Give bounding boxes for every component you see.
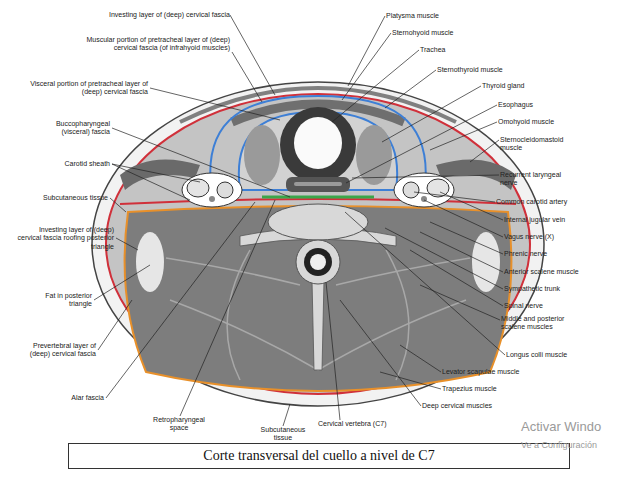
leader-line (346, 105, 497, 183)
muscle-division (170, 300, 318, 370)
callout-label: Esophagus (498, 101, 623, 109)
trachea-lumen (294, 117, 342, 169)
callout-label: Omohyoid muscle (498, 118, 623, 126)
leader-line (430, 122, 497, 150)
leader-line (112, 128, 290, 197)
leader-line (385, 228, 503, 289)
spinal-canal (304, 248, 332, 276)
callout-label: Investing layer of (deep) cervical fasci… (14, 226, 114, 251)
callout-label: Sternothyroid muscle (437, 66, 587, 74)
callout-label: Sympathetic trunk (504, 285, 624, 293)
muscle-division (386, 250, 409, 380)
leader-line (112, 164, 190, 200)
callout-label: Trapezius muscle (442, 385, 542, 393)
leader-line (430, 222, 503, 254)
callout-label: Carotid sheath (40, 160, 110, 168)
callout-label: Retropharyngeal space (148, 416, 210, 433)
muscle-division (166, 258, 300, 285)
leader-line (283, 404, 290, 426)
esophagus-lumen (294, 182, 342, 186)
callout-label: Spinal nerve (504, 302, 624, 310)
callout-label: Internal jugular vein (504, 216, 624, 224)
leader-line (340, 300, 421, 406)
posterior-fat (472, 232, 500, 292)
leader-line (410, 250, 503, 306)
leader-line (348, 16, 385, 86)
carotid-artery (403, 182, 419, 198)
callout-label: Anterior scalene muscle (504, 268, 624, 276)
leader-line (116, 238, 138, 250)
leader-line (326, 282, 340, 420)
callout-label: Muscular portion of pretracheal layer of… (80, 36, 230, 53)
callout-label: Sternohyoid muscle (392, 29, 552, 37)
leader-line (420, 285, 500, 320)
callout-label: Middle and posterior scalene muscles (501, 315, 581, 332)
watermark: Ve a Configuración (521, 440, 638, 451)
callout-label: Platysma muscle (386, 12, 546, 20)
leader-line (400, 345, 441, 372)
callout-label: Vagus nerve (X) (504, 233, 624, 241)
callout-label: Visceral portion of pretracheal layer of… (30, 80, 148, 97)
watermark: Activar Windo (521, 419, 638, 434)
leader-line (352, 175, 499, 178)
leader-line (98, 300, 132, 350)
callout-label: Deep cervical muscles (422, 402, 532, 410)
callout-label: Levator scapulae muscle (442, 368, 552, 376)
callout-label: Phrenic nerve (504, 250, 624, 258)
leader-line (345, 212, 505, 355)
carotid-sheath (394, 173, 454, 207)
leader-line (106, 202, 255, 398)
muscle-division (318, 300, 466, 370)
leader-line (382, 86, 481, 142)
spinal-cord (310, 254, 326, 270)
vertebral-body (268, 204, 368, 240)
callout-label: Cervical vertebra (C7) (318, 420, 418, 428)
carotid-sheath (182, 173, 242, 207)
leader-line (420, 232, 503, 272)
callout-label: Prevertebral layer of (deep) cervical fa… (14, 342, 96, 359)
skin (92, 82, 544, 406)
vertebral-arch (296, 240, 340, 284)
callout-label: Alar fascia (54, 394, 104, 402)
leader-line (110, 198, 126, 212)
thyroid-lobe (356, 125, 392, 185)
leader-line (424, 200, 503, 237)
leader-line (470, 140, 499, 162)
callout-label: Investing layer of (deep) cervical fasci… (70, 11, 230, 19)
callout-label: Sternocleidomastoid muscle (500, 136, 580, 153)
leader-line (230, 15, 275, 95)
leader-line (380, 372, 441, 389)
callout-label: Recurrent laryngeal nerve (500, 171, 575, 188)
investing-fascia (106, 94, 530, 394)
leader-line (232, 52, 262, 102)
leader-line (180, 200, 275, 416)
esophagus (286, 177, 350, 192)
muscle-division (336, 258, 470, 285)
callout-label: Buccopharyngeal (visceral) fascia (40, 120, 110, 137)
posterior-fat (136, 232, 164, 292)
spinous-process (312, 280, 324, 370)
leader-line (112, 164, 200, 182)
buccopharyngeal-fascia (262, 196, 374, 199)
leader-line (94, 265, 150, 300)
carotid-artery (217, 182, 233, 198)
callout-label: Subcutaneous tissue (28, 194, 108, 202)
leader-line (150, 88, 280, 120)
leader-line (342, 33, 391, 100)
leader-line (332, 50, 419, 122)
muscle-division (227, 250, 250, 380)
callout-label: Common carotid artery (496, 198, 626, 206)
leader-line (385, 70, 436, 108)
trachea-ring (280, 107, 356, 183)
vagus-nerve (209, 196, 215, 202)
callout-label: Subcutaneous tissue (258, 426, 308, 443)
caption: Corte transversal del cuello a nivel de … (68, 443, 570, 469)
thyroid-lobe (244, 125, 280, 185)
callout-label: Longus colli muscle (506, 351, 631, 359)
callout-label: Trachea (420, 46, 570, 54)
leader-line (414, 192, 495, 202)
callout-label: Thyroid gland (482, 82, 622, 90)
callout-label: Fat in posterior triangle (30, 292, 92, 309)
